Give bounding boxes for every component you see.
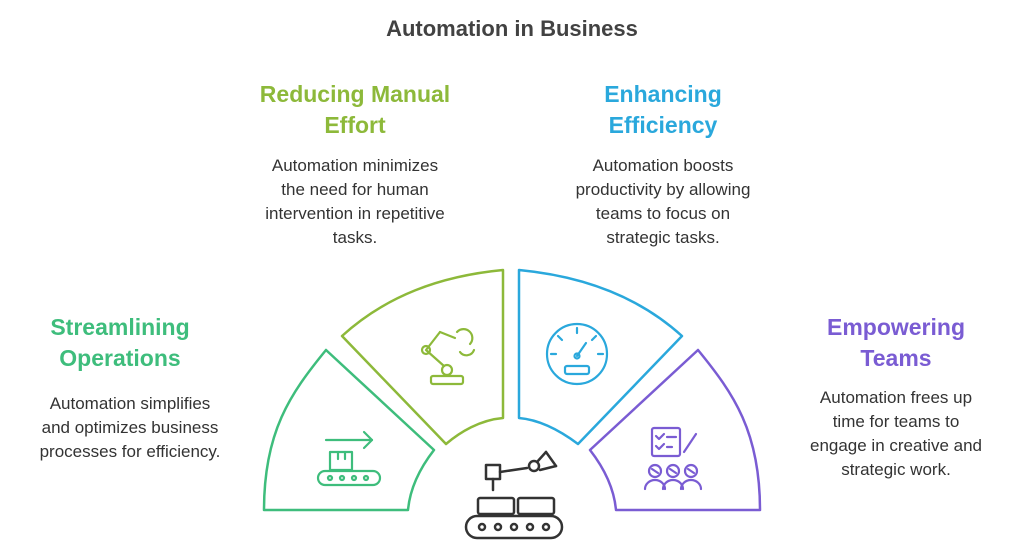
description-line: time for teams to [832,412,960,431]
segment-enhancing [517,268,684,446]
conveyor-box-arrow-icon [316,430,382,487]
description-line: tasks. [332,228,378,247]
description-line: the need for human [281,180,429,199]
description-line: Automation frees up [819,388,973,407]
heading-streamlining: Streamlining Operations [10,312,230,374]
description-line: and optimizes business [41,418,219,437]
description-line: strategic work. [841,460,951,479]
heading-enhancing-line1: Enhancing [604,81,722,107]
speedometer-icon [545,322,609,386]
heading-streamlining-line1: Streamlining [50,314,190,340]
description-line: teams to focus on [595,204,731,223]
heading-reducing: Reducing Manual Effort [235,79,475,141]
heading-empowering: Empowering Teams [786,312,1006,374]
description-line: strategic tasks. [606,228,720,247]
segment-empowering [588,348,762,512]
description-line: Automation minimizes [271,156,439,175]
heading-reducing-line2: Effort [324,112,386,138]
description-reducing: Automation minimizes the need for human … [240,154,470,250]
heading-empowering-line2: Teams [860,345,932,371]
team-checklist-icon [643,426,703,491]
heading-enhancing: Enhancing Efficiency [553,79,773,141]
heading-reducing-line1: Reducing Manual [259,81,451,107]
heading-enhancing-line2: Efficiency [608,112,718,138]
segment-reducing [340,268,505,446]
heading-empowering-line1: Empowering [826,314,965,340]
description-line: intervention in repetitive [265,204,445,223]
description-line: engage in creative and [809,436,983,455]
description-streamlining: Automation simplifies and optimizes busi… [10,392,250,464]
segment-streamlining [262,348,436,512]
description-line: Automation simplifies [49,394,211,413]
assembly-line-robot-icon [464,450,564,540]
robotic-arm-icon [420,328,476,386]
heading-streamlining-line2: Operations [59,345,181,371]
description-line: processes for efficiency. [39,442,221,461]
description-line: Automation boosts [592,156,734,175]
page-title: Automation in Business [386,16,638,41]
description-enhancing: Automation boosts productivity by allowi… [548,154,778,250]
description-line: productivity by allowing [575,180,751,199]
description-empowering: Automation frees up time for teams to en… [786,386,1006,482]
